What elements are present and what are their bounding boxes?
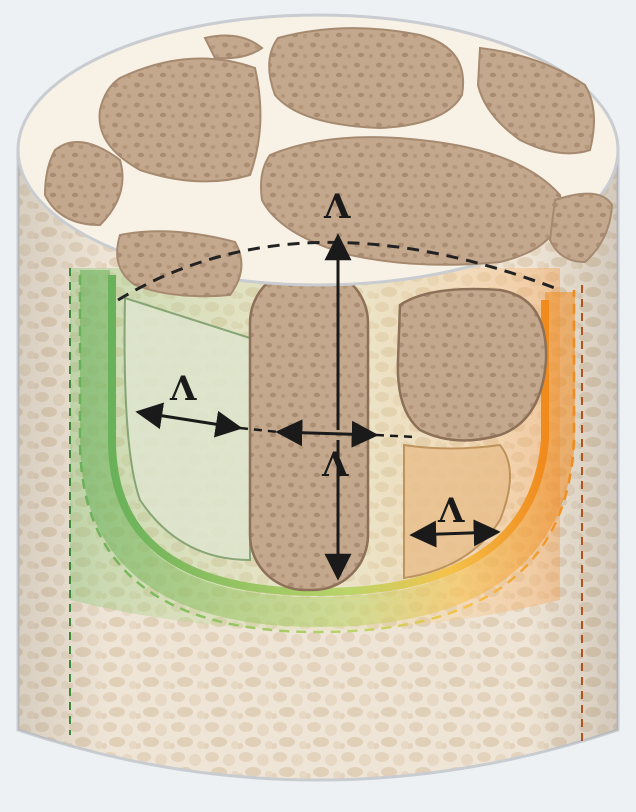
label-left: Λ: [169, 369, 197, 409]
label-top: Λ: [323, 187, 351, 227]
label-right: Λ: [437, 491, 465, 531]
label-center: Λ: [321, 445, 349, 485]
